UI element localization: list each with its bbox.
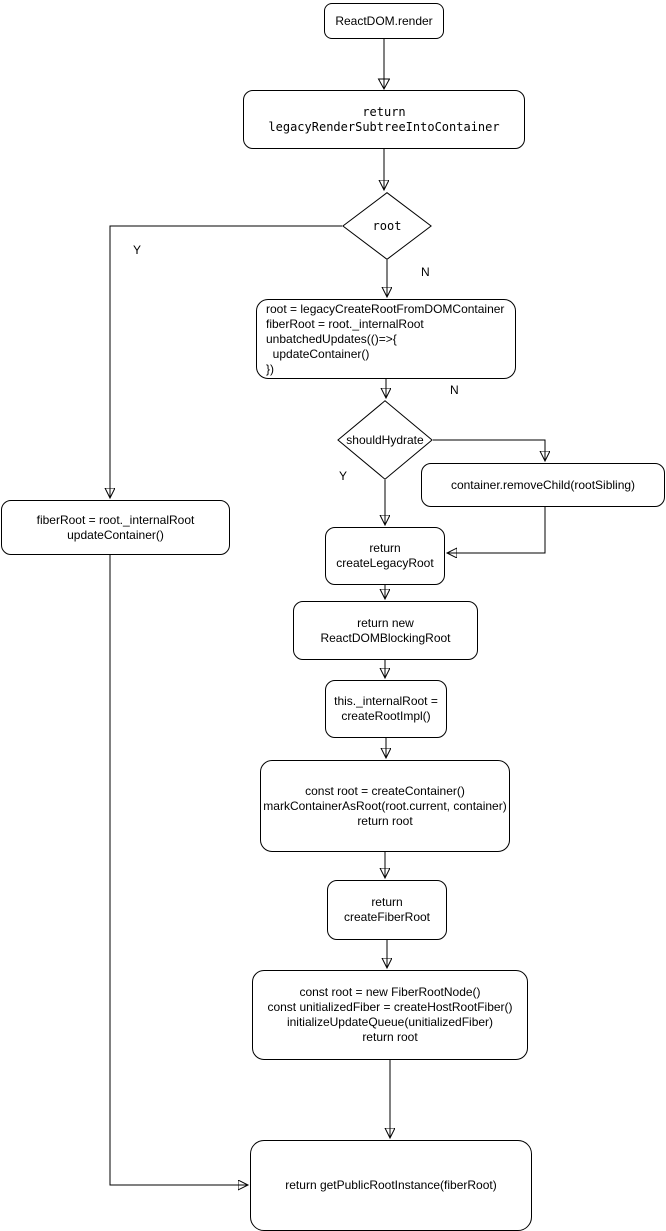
node-get-public-root-instance-label: return getPublicRootInstance(fiberRoot) xyxy=(285,1178,497,1192)
edge-remove-child-to-legacy-root xyxy=(447,507,546,553)
node-remove-child-label: container.removeChild(rootSibling) xyxy=(450,477,636,492)
node-reactdom-blocking-root-label: return new ReactDOMBlockingRoot xyxy=(320,615,451,645)
edge-update-container-to-public-root xyxy=(109,555,248,1185)
node-legacy-render-subtree-label: return legacyRenderSubtreeIntoContainer xyxy=(268,104,500,134)
decision-should-hydrate-label: shouldHydrate xyxy=(346,433,424,447)
node-create-root-from-dom-label: root = legacyCreateRootFromDOMContainer … xyxy=(266,301,505,376)
node-get-public-root-instance: return getPublicRootInstance(fiberRoot) xyxy=(250,1140,532,1231)
edge-label-root-no: N xyxy=(421,265,430,279)
node-create-legacy-root: return createLegacyRoot xyxy=(325,527,445,585)
node-fiber-root-update-container: fiberRoot = root._internalRoot updateCon… xyxy=(1,500,230,555)
node-reactdom-render-label: ReactDOM.render xyxy=(335,13,433,28)
node-internal-root-create-root-impl: this._internalRoot = createRootImpl() xyxy=(325,680,447,738)
node-reactdom-blocking-root: return new ReactDOMBlockingRoot xyxy=(293,601,478,660)
node-create-fiber-root-label: return createFiberRoot xyxy=(343,895,431,924)
node-reactdom-render: ReactDOM.render xyxy=(324,3,444,39)
decision-should-hydrate: shouldHydrate xyxy=(337,400,433,480)
node-internal-root-create-root-impl-label: this._internalRoot = createRootImpl() xyxy=(334,694,438,723)
node-fiber-root-update-container-label: fiberRoot = root._internalRoot updateCon… xyxy=(36,512,195,542)
node-create-root-from-dom: root = legacyCreateRootFromDOMContainer … xyxy=(256,299,516,379)
node-create-container: const root = createContainer() markConta… xyxy=(260,760,510,852)
diamond-shape-icon xyxy=(337,400,433,480)
decision-root-label: root xyxy=(372,219,402,233)
node-create-legacy-root-label: return createLegacyRoot xyxy=(336,541,434,570)
node-remove-child: container.removeChild(rootSibling) xyxy=(421,463,665,507)
edge-label-hydrate-yes: Y xyxy=(339,469,348,483)
node-fiber-root-node-label: const root = new FiberRootNode() const u… xyxy=(267,985,513,1044)
edge-hydrate-no-to-remove-child xyxy=(433,439,545,461)
edge-root-yes-to-update-container xyxy=(110,225,342,498)
node-create-fiber-root: return createFiberRoot xyxy=(327,880,447,940)
node-create-container-label: const root = createContainer() markConta… xyxy=(263,783,507,828)
edge-label-hydrate-no: N xyxy=(450,383,459,397)
diamond-shape-icon xyxy=(342,192,432,260)
edge-label-root-yes: Y xyxy=(133,243,142,257)
node-fiber-root-node: const root = new FiberRootNode() const u… xyxy=(252,970,528,1060)
node-legacy-render-subtree: return legacyRenderSubtreeIntoContainer xyxy=(243,90,525,149)
decision-root: root xyxy=(342,192,432,260)
